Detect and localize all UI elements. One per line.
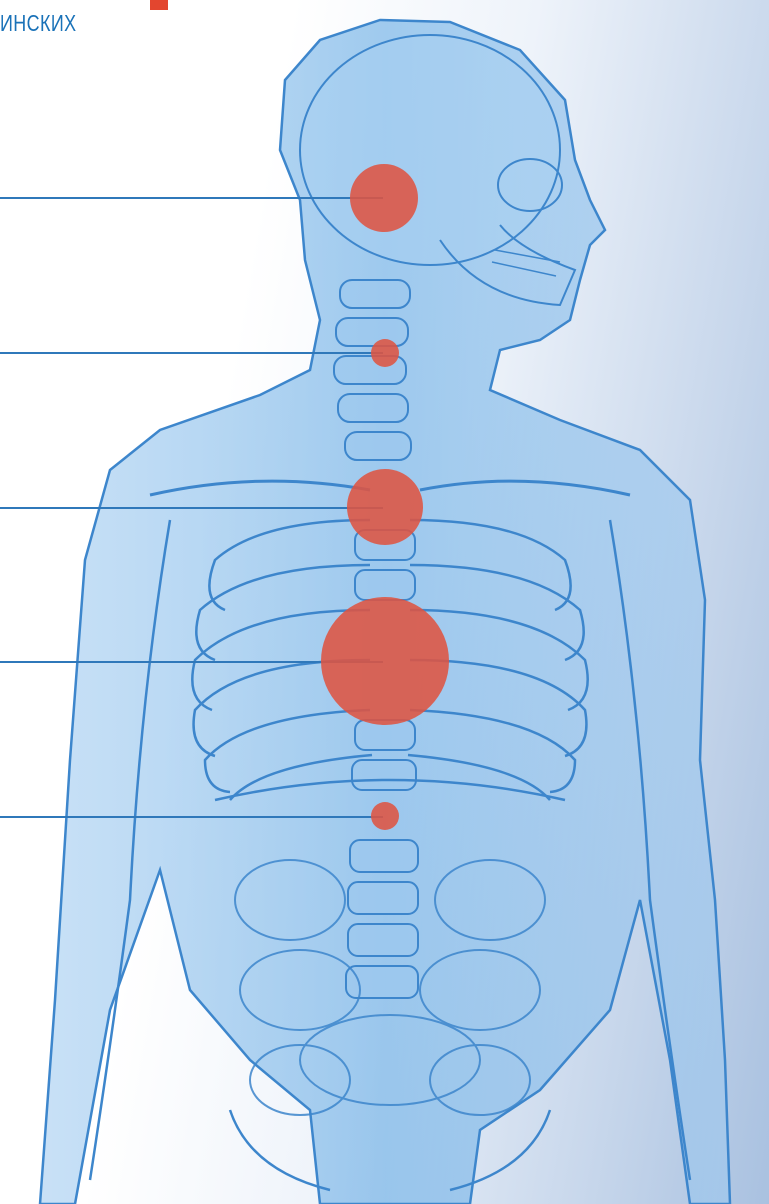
skull-outline [300, 35, 560, 265]
marker-line-neck [0, 352, 383, 354]
marker-line-abdomen [0, 816, 383, 818]
marker-dot-head [350, 164, 418, 232]
marker-line-head [0, 197, 383, 199]
marker-dot-neck [371, 339, 399, 367]
marker-dot-heart [321, 597, 449, 725]
marker-dot-upper-chest [347, 469, 423, 545]
marker-dot-abdomen [371, 802, 399, 830]
marker-line-upper-chest [0, 507, 383, 509]
